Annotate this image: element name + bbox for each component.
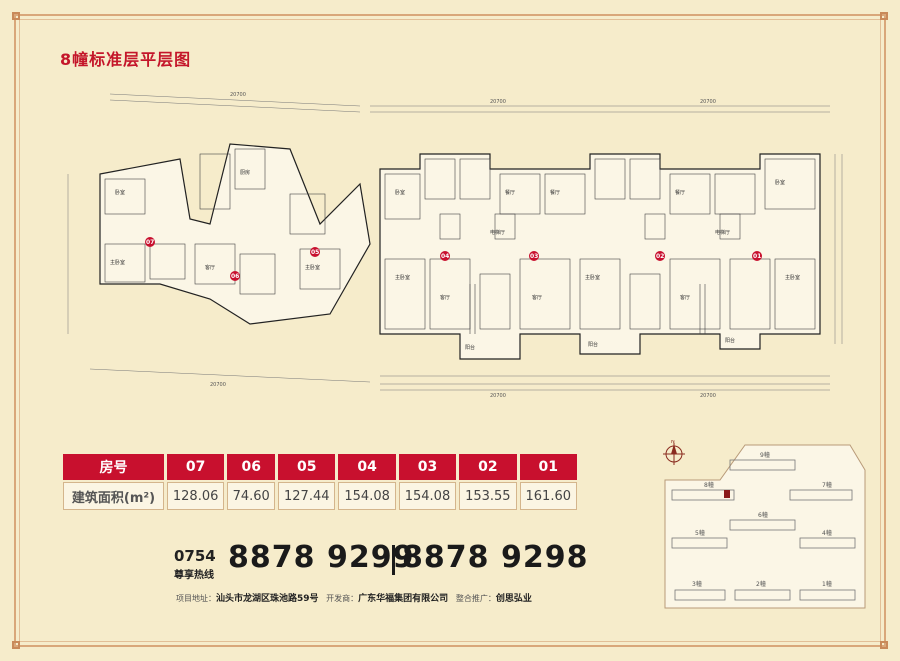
unit-header: 07: [166, 454, 225, 480]
room-label: 阳台: [465, 344, 475, 351]
row-label: 建筑面积(m²): [63, 482, 164, 510]
site-building-label: 8幢: [704, 481, 714, 489]
developer-label: 开发商：: [326, 594, 359, 603]
dim-label: 20700: [210, 382, 226, 388]
area-value: 154.08: [338, 482, 396, 510]
room-label: 客厅: [205, 264, 215, 271]
dim-label: 20700: [700, 99, 716, 105]
room-label: 餐厅: [505, 189, 515, 196]
area-table-header-row: 房号 07 06 05 04 03 02 01: [63, 454, 577, 480]
site-building-label: 6幢: [758, 511, 768, 519]
area-value: 153.55: [459, 482, 517, 510]
floor-plan: 20700 20700 20700 20700 20700 20700: [67, 92, 843, 399]
room-label: 主卧室: [305, 264, 320, 271]
area-value: 74.60: [227, 482, 276, 510]
unit-header: 02: [459, 454, 517, 480]
room-label: 阳台: [588, 341, 598, 348]
area-value: 161.60: [519, 482, 577, 510]
unit-marker: 01: [752, 251, 762, 261]
room-label: 卧室: [395, 189, 405, 196]
hotline-number-1[interactable]: 8878 9299: [228, 540, 415, 575]
room-label: 主卧室: [395, 274, 410, 281]
site-building-label: 4幢: [822, 529, 832, 537]
unit-header: 03: [398, 454, 457, 480]
room-label: 电梯厅: [715, 229, 730, 236]
site-building-label: 3幢: [692, 580, 702, 588]
site-building-label: 9幢: [760, 451, 770, 459]
room-label: 主卧室: [585, 274, 600, 281]
area-table-row: 建筑面积(m²) 128.06 74.60 127.44 154.08 154.…: [63, 482, 577, 510]
hotline-area-code: 0754: [174, 547, 216, 565]
room-label: 电梯厅: [490, 229, 505, 236]
unit-number: 07: [146, 239, 154, 246]
unit-number: 01: [753, 253, 761, 260]
unit-number: 04: [441, 253, 449, 260]
dim-label: 20700: [490, 99, 506, 105]
unit-number: 06: [231, 273, 239, 280]
project-info: 项目地址：汕头市龙湖区珠池路59号 开发商：广东华福集团有限公司 整合推广：创思…: [176, 591, 532, 604]
area-value: 154.08: [398, 482, 457, 510]
developer: 广东华福集团有限公司: [358, 594, 449, 604]
room-label: 客厅: [680, 294, 690, 301]
unit-marker: 05: [310, 247, 320, 257]
site-building-label: 1幢: [822, 580, 832, 588]
site-building-label: 7幢: [822, 481, 832, 489]
dim-label: 20700: [230, 92, 246, 98]
room-label: 厨房: [240, 169, 250, 176]
room-label: 餐厅: [675, 189, 685, 196]
hotline-label: 尊享热线: [174, 570, 214, 581]
corner-ornament: [12, 12, 20, 20]
dim-label: 20700: [490, 393, 506, 399]
right-block-rooms: [384, 158, 816, 334]
dim-label: 20700: [700, 393, 716, 399]
unit-header: 06: [227, 454, 276, 480]
room-label: 主卧室: [110, 259, 125, 266]
hotline-separator: [392, 545, 395, 575]
unit-header: 05: [278, 454, 336, 480]
site-building-label: 2幢: [756, 580, 766, 588]
room-label: 餐厅: [550, 189, 560, 196]
hotline-number-2[interactable]: 8878 9298: [402, 540, 589, 575]
unit-marker: 06: [230, 271, 240, 281]
corner-ornament: [12, 641, 20, 649]
site-plan: N 9幢 8幢 7幢 6幢 5幢 4幢 3幢 2幢 1幢: [663, 440, 866, 609]
unit-number: 05: [311, 249, 319, 256]
unit-marker: 07: [145, 237, 155, 247]
area-value: 128.06: [166, 482, 225, 510]
room-label: 卧室: [775, 179, 785, 186]
unit-header: 04: [338, 454, 396, 480]
north-label: N: [671, 440, 675, 445]
unit-number: 03: [530, 253, 538, 260]
room-label: 客厅: [440, 294, 450, 301]
room-label: 卧室: [115, 189, 125, 196]
page-title: 8幢标准层平层图: [60, 50, 192, 69]
inner-frame: [19, 19, 881, 642]
unit-marker: 03: [529, 251, 539, 261]
highlight-building-8: [724, 490, 730, 498]
corner-ornament: [880, 12, 888, 20]
address-label: 项目地址：: [176, 594, 216, 603]
room-label: 阳台: [725, 337, 735, 344]
compass-icon: [663, 443, 685, 465]
dimension-lines: [67, 93, 843, 391]
agent-label: 整合推广：: [455, 594, 496, 603]
unit-number: 02: [656, 253, 664, 260]
agent: 创思弘业: [495, 594, 532, 604]
unit-header: 01: [519, 454, 577, 480]
unit-marker: 02: [655, 251, 665, 261]
room-label: 客厅: [532, 294, 542, 301]
room-label: 主卧室: [785, 274, 800, 281]
outer-frame: [14, 14, 886, 647]
header-label: 房号: [63, 454, 164, 480]
site-buildings: [671, 459, 856, 601]
area-table: 房号 07 06 05 04 03 02 01 建筑面积(m²) 128.06 …: [60, 452, 580, 512]
site-building-label: 5幢: [695, 529, 705, 537]
unit-marker: 04: [440, 251, 450, 261]
address: 汕头市龙湖区珠池路59号: [216, 594, 319, 604]
area-value: 127.44: [278, 482, 336, 510]
corner-ornament: [880, 641, 888, 649]
left-wing-rooms: [104, 148, 341, 295]
